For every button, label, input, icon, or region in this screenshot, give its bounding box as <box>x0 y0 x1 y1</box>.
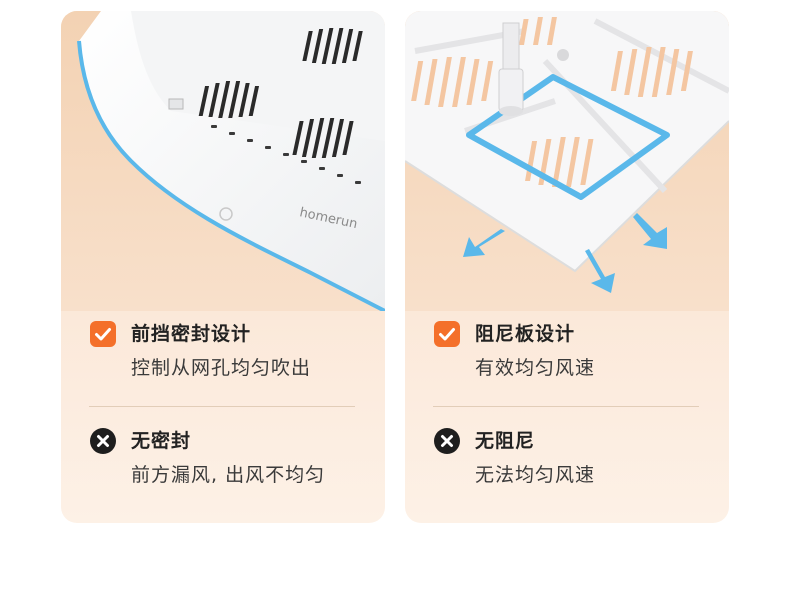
pro-title: 前挡密封设计 <box>131 323 252 345</box>
divider <box>433 406 699 407</box>
con-description: 无法均匀风速 <box>475 464 596 486</box>
cross-icon <box>90 428 116 454</box>
pro-description: 有效均匀风速 <box>475 357 596 379</box>
pro-texts: 前挡密封设计 控制从网孔均匀吹出 <box>131 321 311 381</box>
front-seal-card: homerun 前挡密封设计 控制从网孔均匀吹出 <box>61 11 385 523</box>
con-texts: 无密封 前方漏风, 出风不均匀 <box>131 428 325 488</box>
pro-texts: 阻尼板设计 有效均匀风速 <box>475 321 595 381</box>
divider <box>89 406 355 407</box>
con-title: 无阻尼 <box>475 430 536 452</box>
pro-title: 阻尼板设计 <box>475 323 576 345</box>
product-photo-damper-plate <box>405 11 729 311</box>
product-photo-front-seal: homerun <box>61 11 385 311</box>
con-texts: 无阻尼 无法均匀风速 <box>475 428 595 488</box>
con-row: 无阻尼 无法均匀风速 <box>434 428 595 488</box>
damper-plate-card: 阻尼板设计 有效均匀风速 无阻尼 无法均匀风速 <box>405 11 729 523</box>
con-row: 无密封 前方漏风, 出风不均匀 <box>90 428 325 488</box>
pro-description: 控制从网孔均匀吹出 <box>131 357 312 379</box>
cross-icon <box>434 428 460 454</box>
check-icon <box>90 321 116 347</box>
con-title: 无密封 <box>131 430 192 452</box>
pro-row: 前挡密封设计 控制从网孔均匀吹出 <box>90 321 311 381</box>
con-description: 前方漏风, 出风不均匀 <box>131 464 326 486</box>
pro-row: 阻尼板设计 有效均匀风速 <box>434 321 595 381</box>
check-icon <box>434 321 460 347</box>
